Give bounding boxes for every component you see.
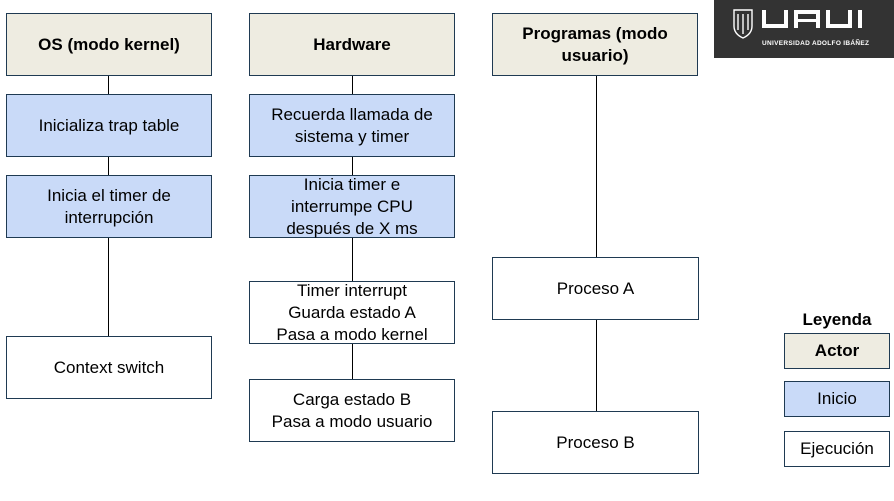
programs-header: Programas (modo usuario) bbox=[492, 13, 698, 76]
university-logo: UNIVERSIDAD ADOLFO IBÁÑEZ bbox=[714, 0, 894, 58]
legend-actor: Actor bbox=[784, 333, 890, 369]
legend-exec: Ejecución bbox=[784, 431, 890, 467]
programs-lifeline bbox=[596, 75, 597, 412]
hardware-step-load-state-b: Carga estado B Pasa a modo usuario bbox=[249, 379, 455, 442]
university-crest-icon bbox=[733, 9, 862, 39]
os-step-start-timer: Inicia el timer de interrupción bbox=[6, 175, 212, 238]
university-name: UNIVERSIDAD ADOLFO IBÁÑEZ bbox=[762, 40, 870, 47]
programs-step-process-a: Proceso A bbox=[492, 257, 699, 320]
hardware-step-start-timer-interrupt: Inicia timer e interrumpe CPU después de… bbox=[249, 175, 455, 238]
hardware-step-timer-interrupt: Timer interrupt Guarda estado A Pasa a m… bbox=[249, 281, 455, 344]
legend-start: Inicio bbox=[784, 381, 890, 417]
legend-title: Leyenda bbox=[802, 310, 872, 329]
os-step-context-switch: Context switch bbox=[6, 336, 212, 399]
os-step-init-trap-table: Inicializa trap table bbox=[6, 94, 212, 157]
hardware-header: Hardware bbox=[249, 13, 455, 76]
hardware-step-remember-syscall: Recuerda llamada de sistema y timer bbox=[249, 94, 455, 157]
programs-step-process-b: Proceso B bbox=[492, 411, 699, 474]
os-header: OS (modo kernel) bbox=[6, 13, 212, 76]
